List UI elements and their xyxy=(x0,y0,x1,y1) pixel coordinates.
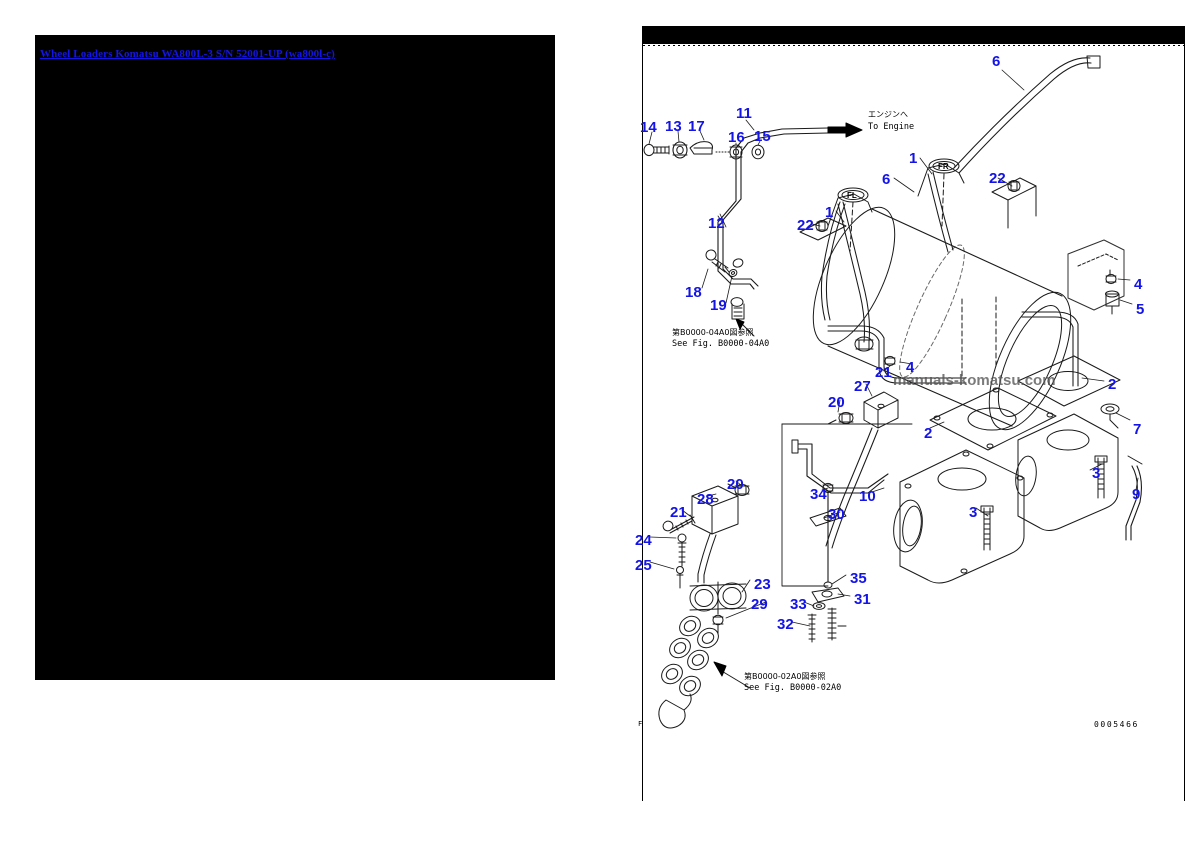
part-callout-29: 29 xyxy=(751,596,768,613)
watermark-text: manuals-komatsu.com xyxy=(893,372,1056,389)
part-callout-11: 11 xyxy=(736,105,752,122)
part-callout-31: 31 xyxy=(854,591,871,608)
part-callout-4: 4 xyxy=(1134,276,1143,293)
part-callout-16: 16 xyxy=(728,129,745,146)
frame-border-left xyxy=(642,40,643,801)
ref-upper-label-en: See Fig. B0000-04A0 xyxy=(672,339,770,349)
part-callout-3: 3 xyxy=(1092,465,1101,482)
part-callout-18: 18 xyxy=(685,284,702,301)
part-callout-22: 22 xyxy=(989,170,1006,187)
part-callout-23: 23 xyxy=(754,576,771,593)
to-engine-label-en: To Engine xyxy=(868,122,915,132)
part-callout-13: 13 xyxy=(665,118,682,135)
part-callout-20: 20 xyxy=(828,394,845,411)
part-callout-1: 1 xyxy=(909,150,918,167)
parts-diagram: エンジンへ To Engine 第B0000-04A0図参照 See Fig. … xyxy=(632,26,1185,801)
part-callout-35: 35 xyxy=(850,570,867,587)
part-callout-22: 22 xyxy=(797,217,814,234)
part-callout-32: 32 xyxy=(777,616,794,633)
part-callout-19: 19 xyxy=(710,297,727,314)
part-callout-6: 6 xyxy=(992,53,1001,70)
ref-lower-label-en: See Fig. B0000-02A0 xyxy=(744,683,842,693)
filler-left-badge: FL xyxy=(847,191,857,200)
diagram-linework xyxy=(643,55,1143,729)
part-callout-28: 28 xyxy=(697,491,714,508)
part-callout-7: 7 xyxy=(1133,421,1142,438)
part-callout-5: 5 xyxy=(1136,301,1145,318)
part-callout-30: 30 xyxy=(828,506,845,523)
part-callout-10: 10 xyxy=(859,488,876,505)
part-callout-9: 9 xyxy=(1132,486,1141,503)
part-callout-34: 34 xyxy=(810,486,827,503)
part-callout-27: 27 xyxy=(854,378,871,395)
to-engine-label-jp: エンジンへ xyxy=(868,110,908,119)
part-callout-21: 21 xyxy=(875,364,892,381)
ref-lower-label-jp: 第B0000-02A0図参照 xyxy=(744,672,826,681)
frame-dotted-rule xyxy=(643,45,1184,46)
part-callout-25: 25 xyxy=(635,557,652,574)
part-callout-20: 20 xyxy=(727,476,744,493)
part-callout-17: 17 xyxy=(688,118,705,135)
part-callout-1: 1 xyxy=(825,204,834,221)
part-callout-4: 4 xyxy=(906,359,915,376)
part-callout-15: 15 xyxy=(754,128,771,145)
part-callout-2: 2 xyxy=(1108,376,1117,393)
part-callout-6: 6 xyxy=(882,171,891,188)
part-callout-21: 21 xyxy=(670,504,687,521)
part-callout-3: 3 xyxy=(969,504,978,521)
document-title-link[interactable]: Wheel Loaders Komatsu WA800L-3 S/N 52001… xyxy=(40,48,335,60)
part-callout-12: 12 xyxy=(708,215,725,232)
part-callout-2: 2 xyxy=(924,425,933,442)
frame-header-bar xyxy=(642,26,1185,44)
filler-right-badge: FR xyxy=(938,162,949,171)
frame-border-right xyxy=(1184,40,1185,801)
part-callout-14: 14 xyxy=(640,119,657,136)
image-panel xyxy=(35,35,555,680)
ref-upper-label-jp: 第B0000-04A0図参照 xyxy=(672,328,754,337)
drawing-number: 0005466 xyxy=(1094,720,1139,729)
part-callout-33: 33 xyxy=(790,596,807,613)
corner-mark: F xyxy=(638,720,643,728)
part-callout-24: 24 xyxy=(635,532,652,549)
